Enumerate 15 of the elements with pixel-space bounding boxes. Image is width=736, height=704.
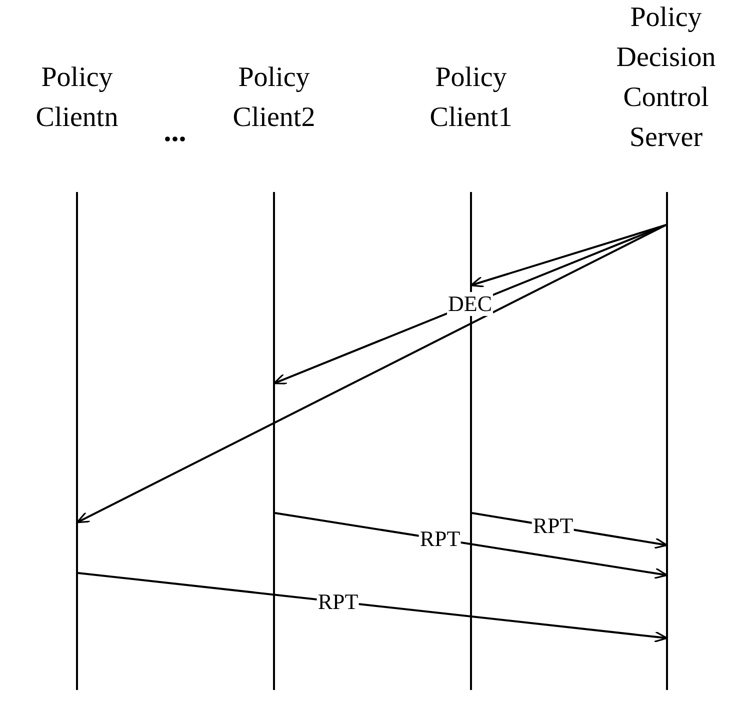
lifeline: [470, 192, 472, 690]
participant-label: Policy Client2: [232, 61, 316, 135]
message-arrow: [78, 572, 668, 643]
ellipsis-text: ...: [162, 114, 188, 150]
message-arrow: [274, 512, 668, 580]
lifeline: [273, 192, 275, 690]
participant-label: Policy Client1: [428, 61, 514, 135]
lifeline: [666, 192, 668, 690]
edge-label: DEC: [447, 292, 493, 316]
message-arrow: [273, 224, 666, 384]
lifeline: [76, 192, 78, 690]
message-arrow: [470, 224, 666, 288]
participant-label: Policy Clientn: [34, 61, 120, 135]
participant-label: Policy Decision Control Server: [615, 1, 717, 155]
message-arrow: [76, 224, 666, 524]
